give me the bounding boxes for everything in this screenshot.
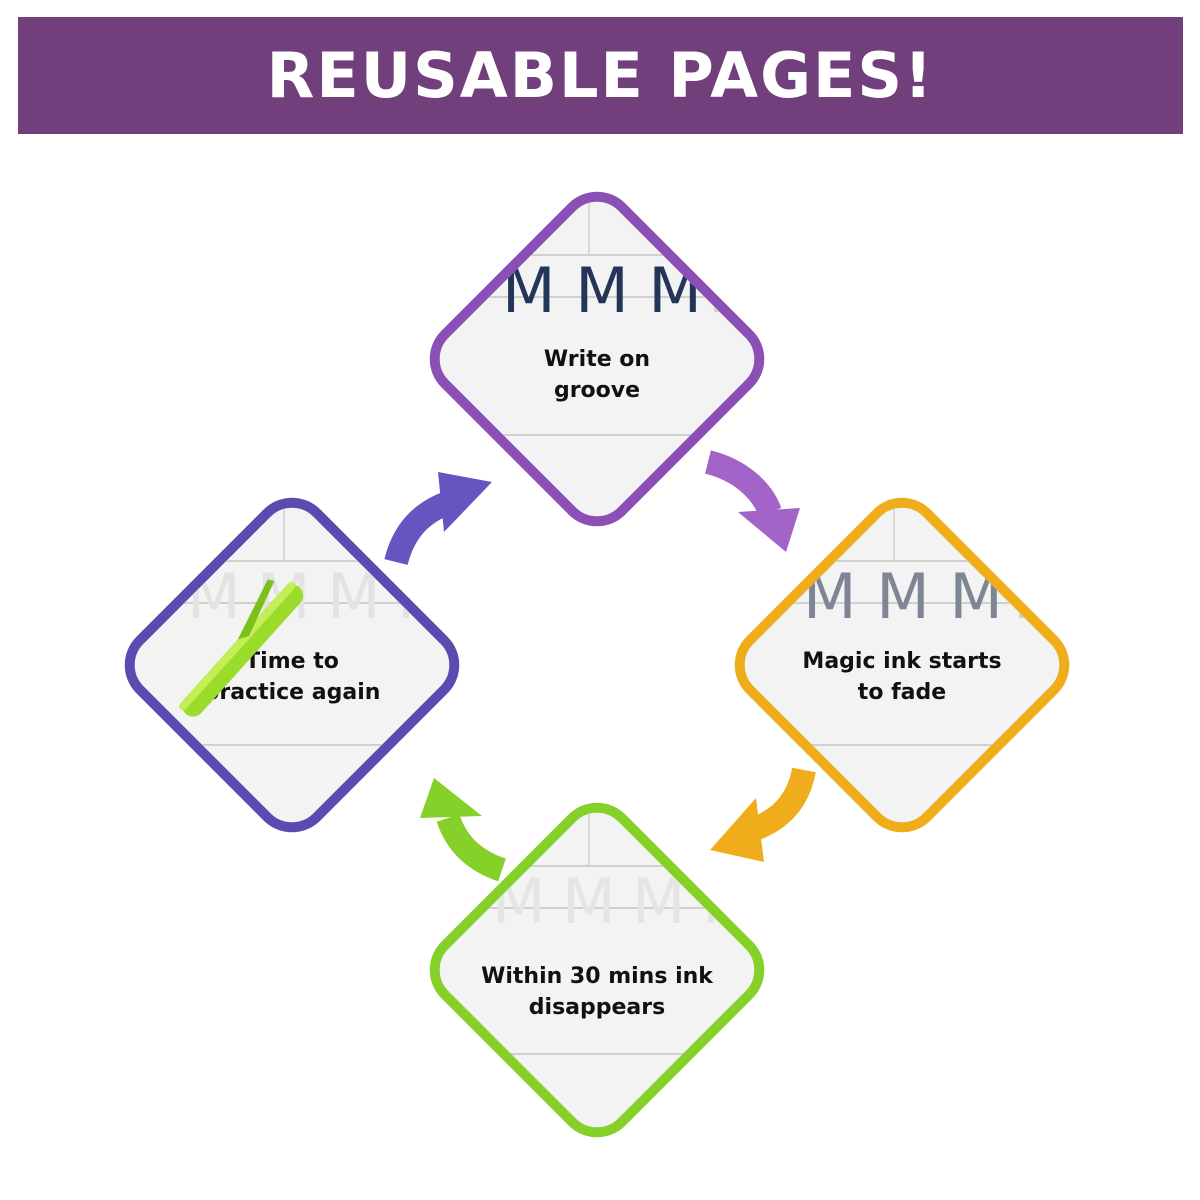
- header-banner: REUSABLE PAGES!: [18, 17, 1183, 134]
- step-caption-write: Write on groove: [543, 347, 651, 403]
- curved-arrow-icon: [710, 767, 816, 862]
- curved-arrow-icon: [704, 450, 800, 552]
- curved-arrow-icon: [420, 778, 507, 882]
- ink-letters: M M M: [502, 254, 702, 327]
- fading-ink-letters: M M M: [803, 560, 1003, 633]
- step-caption-disappear: Within 30 mins ink disappears: [481, 964, 713, 1020]
- curved-arrow-icon: [384, 472, 492, 566]
- step-caption-fade: Magic ink starts to fade: [802, 649, 1002, 705]
- page-title: REUSABLE PAGES!: [266, 39, 935, 112]
- pen-icon: [179, 579, 304, 717]
